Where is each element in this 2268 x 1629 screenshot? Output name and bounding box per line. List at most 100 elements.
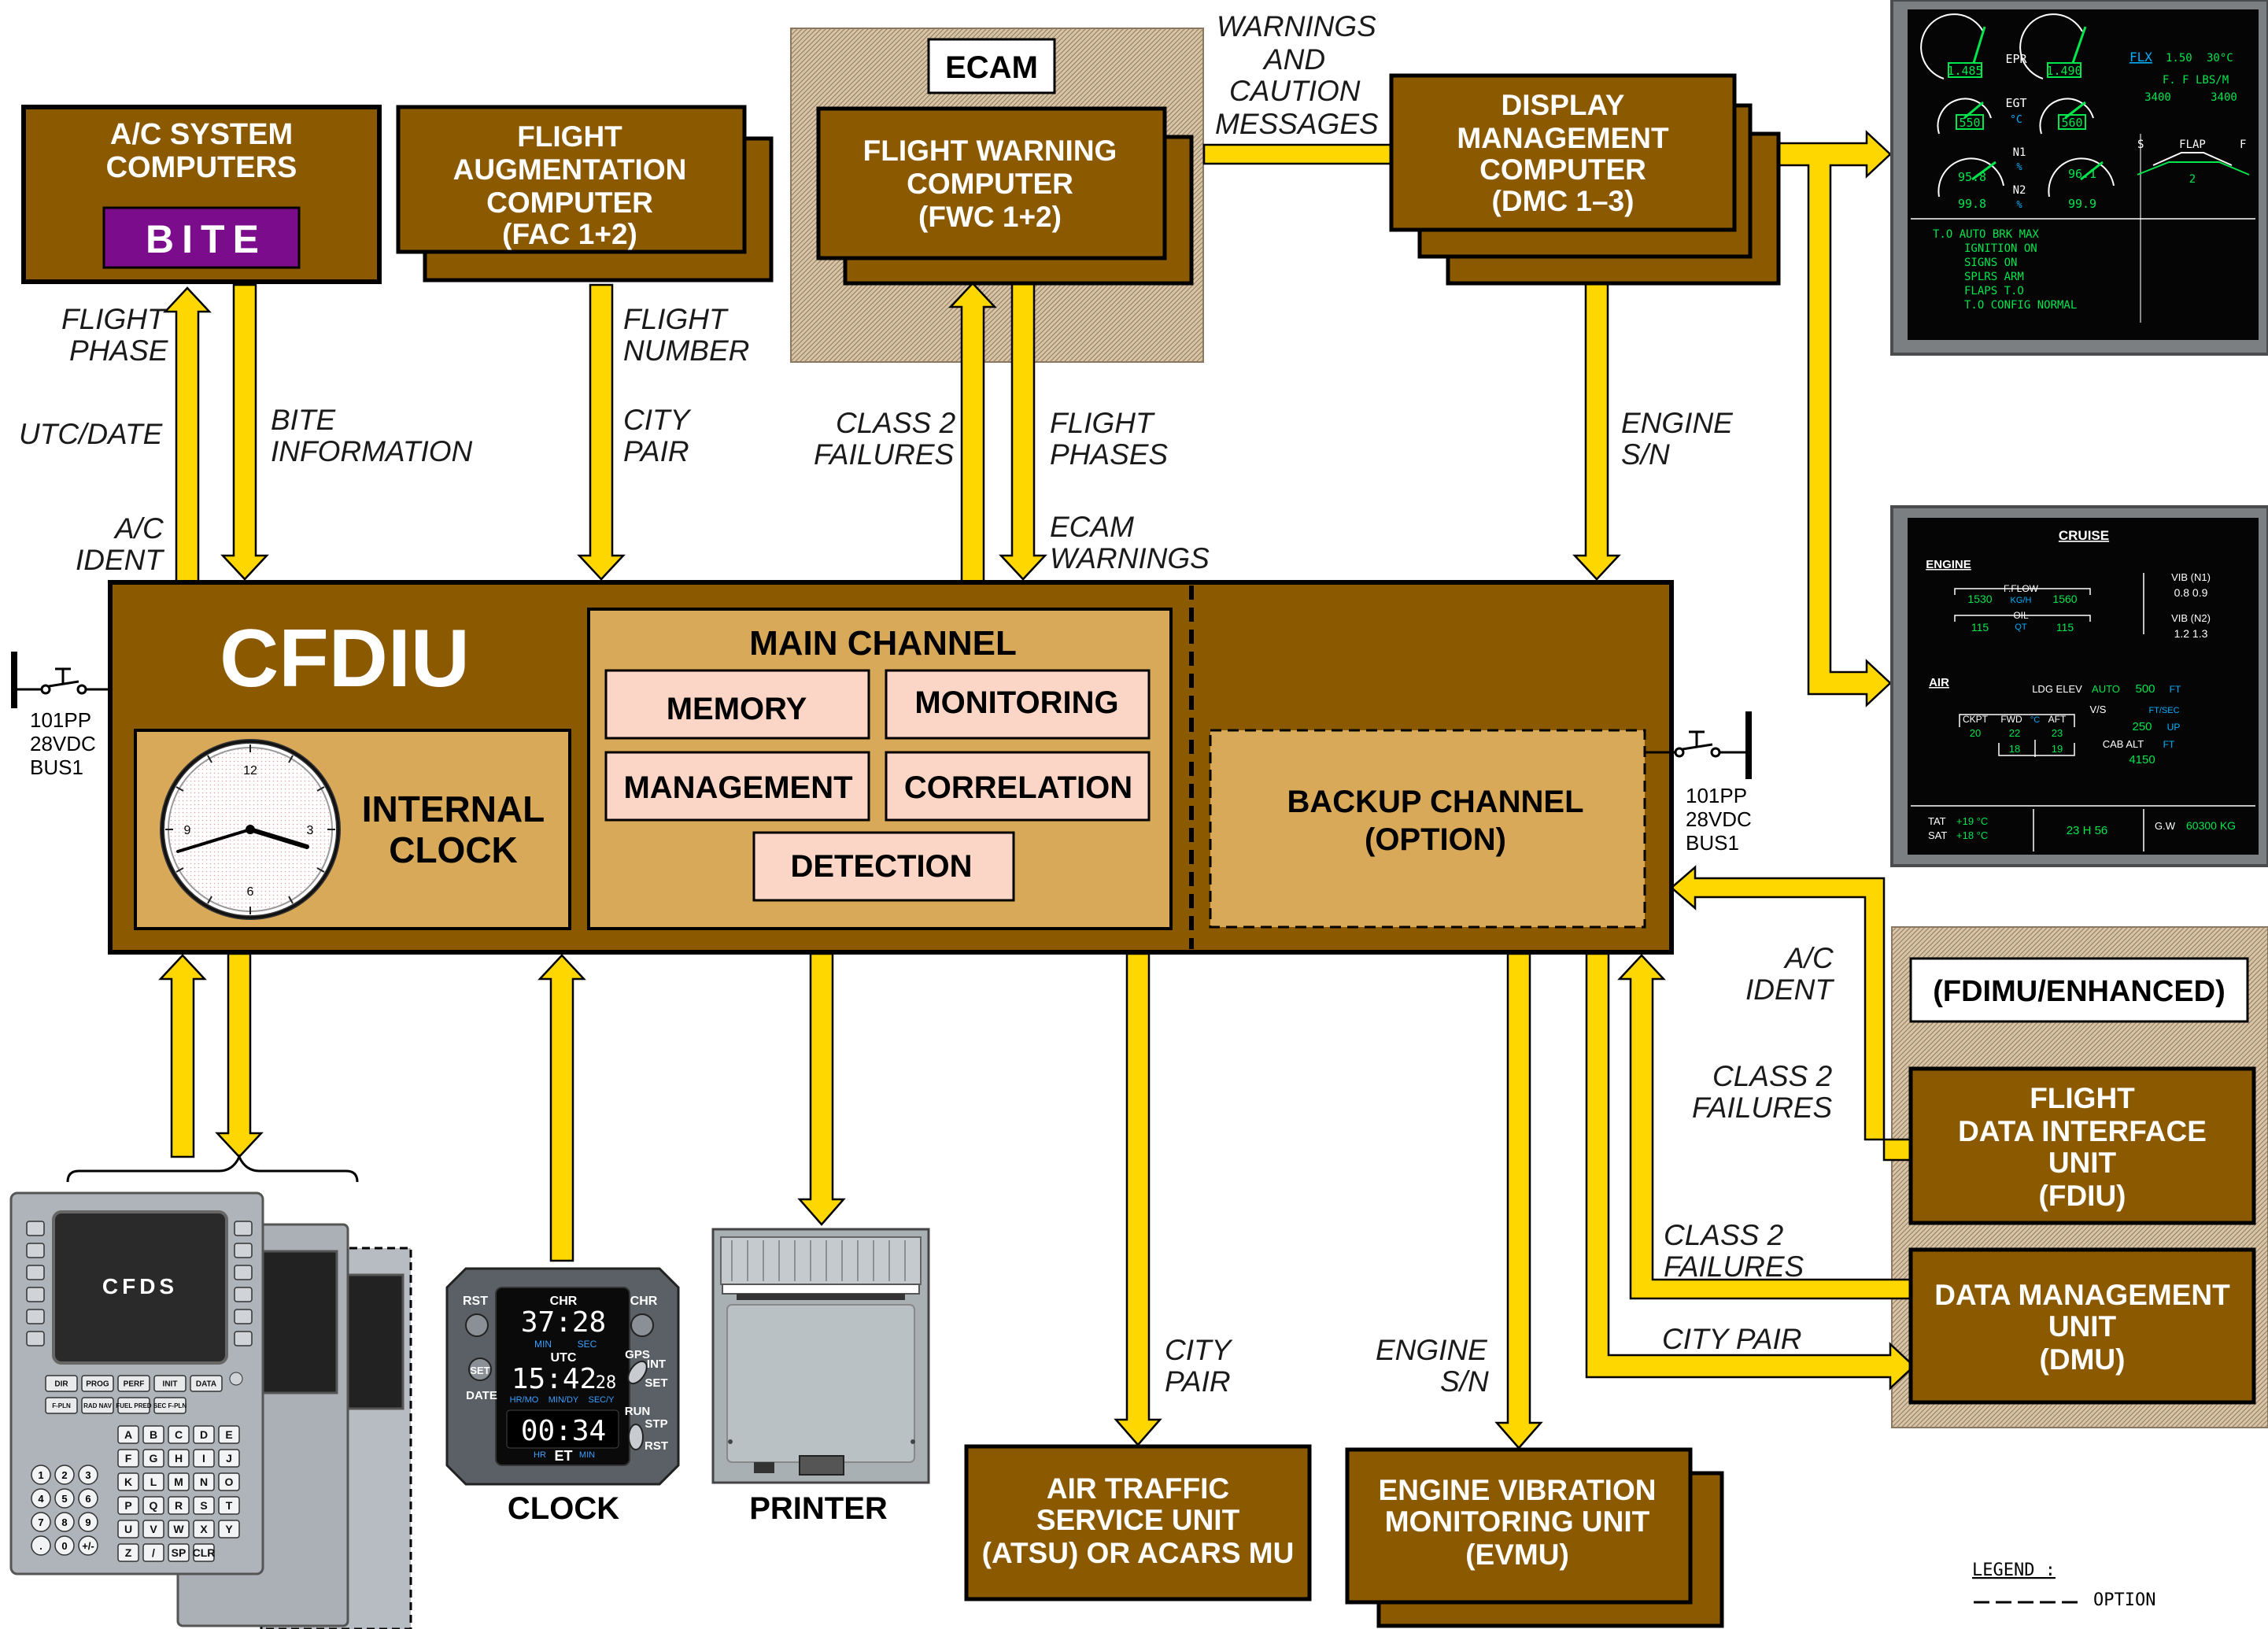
mcdu-key-prog[interactable] [81, 1375, 114, 1392]
label-city-pair-right: CITY PAIR [1662, 1323, 1802, 1355]
mcdu-lsk-right-1[interactable] [234, 1221, 253, 1236]
mcdu-key-v-label: V [150, 1523, 157, 1535]
mcdu-key-w[interactable] [168, 1520, 190, 1538]
mcdu-key-g[interactable] [142, 1449, 164, 1468]
mcdu-digit-key[interactable] [31, 1465, 51, 1485]
clock-gps-switch[interactable] [624, 1358, 650, 1387]
evmu-box [1345, 1447, 1693, 1605]
mcdu-key-o[interactable] [218, 1472, 240, 1491]
mcdu-key-k[interactable] [117, 1472, 139, 1491]
printer-paper-button[interactable] [799, 1455, 844, 1476]
mcdu-key-x[interactable] [193, 1520, 215, 1538]
mcdu-lsk-right-5[interactable] [234, 1309, 253, 1324]
mcdu-digit-key[interactable] [78, 1465, 98, 1485]
label-engine-sn-bottom-2: S/N [1440, 1365, 1489, 1398]
mcdu-digit-key[interactable] [31, 1535, 51, 1556]
mcdu-key-z[interactable] [117, 1543, 139, 1562]
mcdu-digit-key[interactable] [54, 1488, 75, 1509]
mcdu-key-d[interactable] [193, 1425, 215, 1444]
ewd-memo-3: SIGNS ON [1964, 257, 2017, 269]
mcdu-key-r[interactable] [168, 1496, 190, 1515]
mcdu-key-p-label: P [124, 1499, 131, 1512]
mcdu-key-perf[interactable] [117, 1375, 150, 1392]
mcdu-key-dir[interactable] [45, 1375, 78, 1392]
backup-channel-label-2: (OPTION) [1365, 822, 1506, 857]
printer-caption: PRINTER [749, 1491, 888, 1526]
mcdu-key-slash[interactable] [142, 1543, 164, 1562]
dmu-text-1: DATA MANAGEMENT [1934, 1279, 2230, 1311]
mcdu-key-init[interactable] [153, 1375, 187, 1392]
clock-set-button[interactable] [468, 1358, 492, 1381]
mcdu-key-clr[interactable] [193, 1543, 215, 1562]
clock-caption: CLOCK [508, 1491, 619, 1526]
memory-module [604, 669, 870, 740]
mcdu-key-t[interactable] [218, 1496, 240, 1515]
clock-chr-button[interactable] [630, 1313, 654, 1337]
mcdu-digit-key[interactable] [78, 1488, 98, 1509]
mcdu-brightness-knob[interactable] [229, 1372, 243, 1386]
mcdu-key-fpln[interactable] [45, 1397, 78, 1414]
mcdu-key-v[interactable] [142, 1520, 164, 1538]
clock-rst-button[interactable] [465, 1313, 489, 1337]
mcdu-key-u[interactable] [117, 1520, 139, 1538]
backup-channel-label-1: BACKUP CHANNEL [1287, 785, 1583, 819]
mcdu-lsk-left-6[interactable] [26, 1331, 45, 1346]
mcdu-key-h[interactable] [168, 1449, 190, 1468]
mcdu-key-i[interactable] [193, 1449, 215, 1468]
mcdu-digit-key[interactable] [31, 1512, 51, 1532]
mcdu-key-e[interactable] [218, 1425, 240, 1444]
mcdu-lsk-left-4[interactable] [26, 1287, 45, 1302]
mcdu-lsk-left-2[interactable] [26, 1243, 45, 1258]
mcdu-key-s[interactable] [193, 1496, 215, 1515]
mcdu-lsk-right-2[interactable] [234, 1243, 253, 1258]
clock-rst-right-label: RST [645, 1439, 668, 1453]
mcdu-key-secfpln[interactable] [153, 1397, 187, 1414]
mcdu-key-y[interactable] [218, 1520, 240, 1538]
mcdu-key-q[interactable] [142, 1496, 164, 1515]
dmc-box [1389, 73, 1737, 232]
management-label: MANAGEMENT [623, 770, 852, 805]
mcdu-digit-key[interactable] [78, 1512, 98, 1532]
sd-up-label: UP [2167, 722, 2181, 733]
mcdu-key-f[interactable] [117, 1449, 139, 1468]
clock-run-switch[interactable] [628, 1424, 644, 1450]
clock-min2: MIN [579, 1450, 595, 1460]
mcdu-key-a[interactable] [117, 1425, 139, 1444]
mcdu-key-n[interactable] [193, 1472, 215, 1491]
label-warnings-caution-1: WARNINGS [1217, 10, 1376, 42]
mcdu-key-b[interactable] [142, 1425, 164, 1444]
mcdu-digit-key[interactable] [54, 1535, 75, 1556]
mcdu-digit-key[interactable] [31, 1488, 51, 1509]
mcdu-key-l[interactable] [142, 1472, 164, 1491]
mcdu-lsk-right-3[interactable] [234, 1265, 253, 1280]
mcdu-key-s-label: S [200, 1499, 207, 1512]
labels: FLIGHT PHASE UTC/DATE A/C IDENT BITE INF… [19, 10, 1834, 1398]
clock-utc-header: UTC [551, 1351, 577, 1365]
mcdu-key-secfpln-label: SEC F-PLN [153, 1402, 187, 1409]
sd-ldg-ft: FT [2170, 684, 2181, 695]
mcdu-key-data[interactable] [190, 1375, 223, 1392]
mcdu-key-p[interactable] [117, 1496, 139, 1515]
mcdu-key-m[interactable] [168, 1472, 190, 1491]
mcdu-digit-key[interactable] [78, 1535, 98, 1556]
ewd-flx: FLX [2129, 50, 2152, 65]
mcdu-digit-key[interactable] [54, 1512, 75, 1532]
mcdu-lsk-right-6[interactable] [234, 1331, 253, 1346]
mcdu-digit-key[interactable] [54, 1465, 75, 1485]
atsu-text-2: SERVICE UNIT [1036, 1504, 1240, 1536]
mcdu-lsk-right-4[interactable] [234, 1287, 253, 1302]
sd-fwd-label: FWD [2000, 714, 2022, 725]
mcdu-lsk-left-5[interactable] [26, 1309, 45, 1324]
mcdu-lsk-left-1[interactable] [26, 1221, 45, 1236]
mcdu-key-fpln-label: F-PLN [52, 1402, 71, 1409]
mcdu-lsk-left-3[interactable] [26, 1265, 45, 1280]
mcdu-key-sp[interactable] [168, 1543, 190, 1562]
mcdu-key-fuelpred[interactable] [117, 1397, 150, 1414]
mcdu-key-j[interactable] [218, 1449, 240, 1468]
mcdu-digit-label: 7 [38, 1516, 43, 1528]
mcdu-key-radnav[interactable] [81, 1397, 114, 1414]
mcdu-key-c[interactable] [168, 1425, 190, 1444]
label-city-pair-bottom-2: PAIR [1165, 1365, 1231, 1398]
power-right-1: 101PP [1686, 784, 1747, 807]
